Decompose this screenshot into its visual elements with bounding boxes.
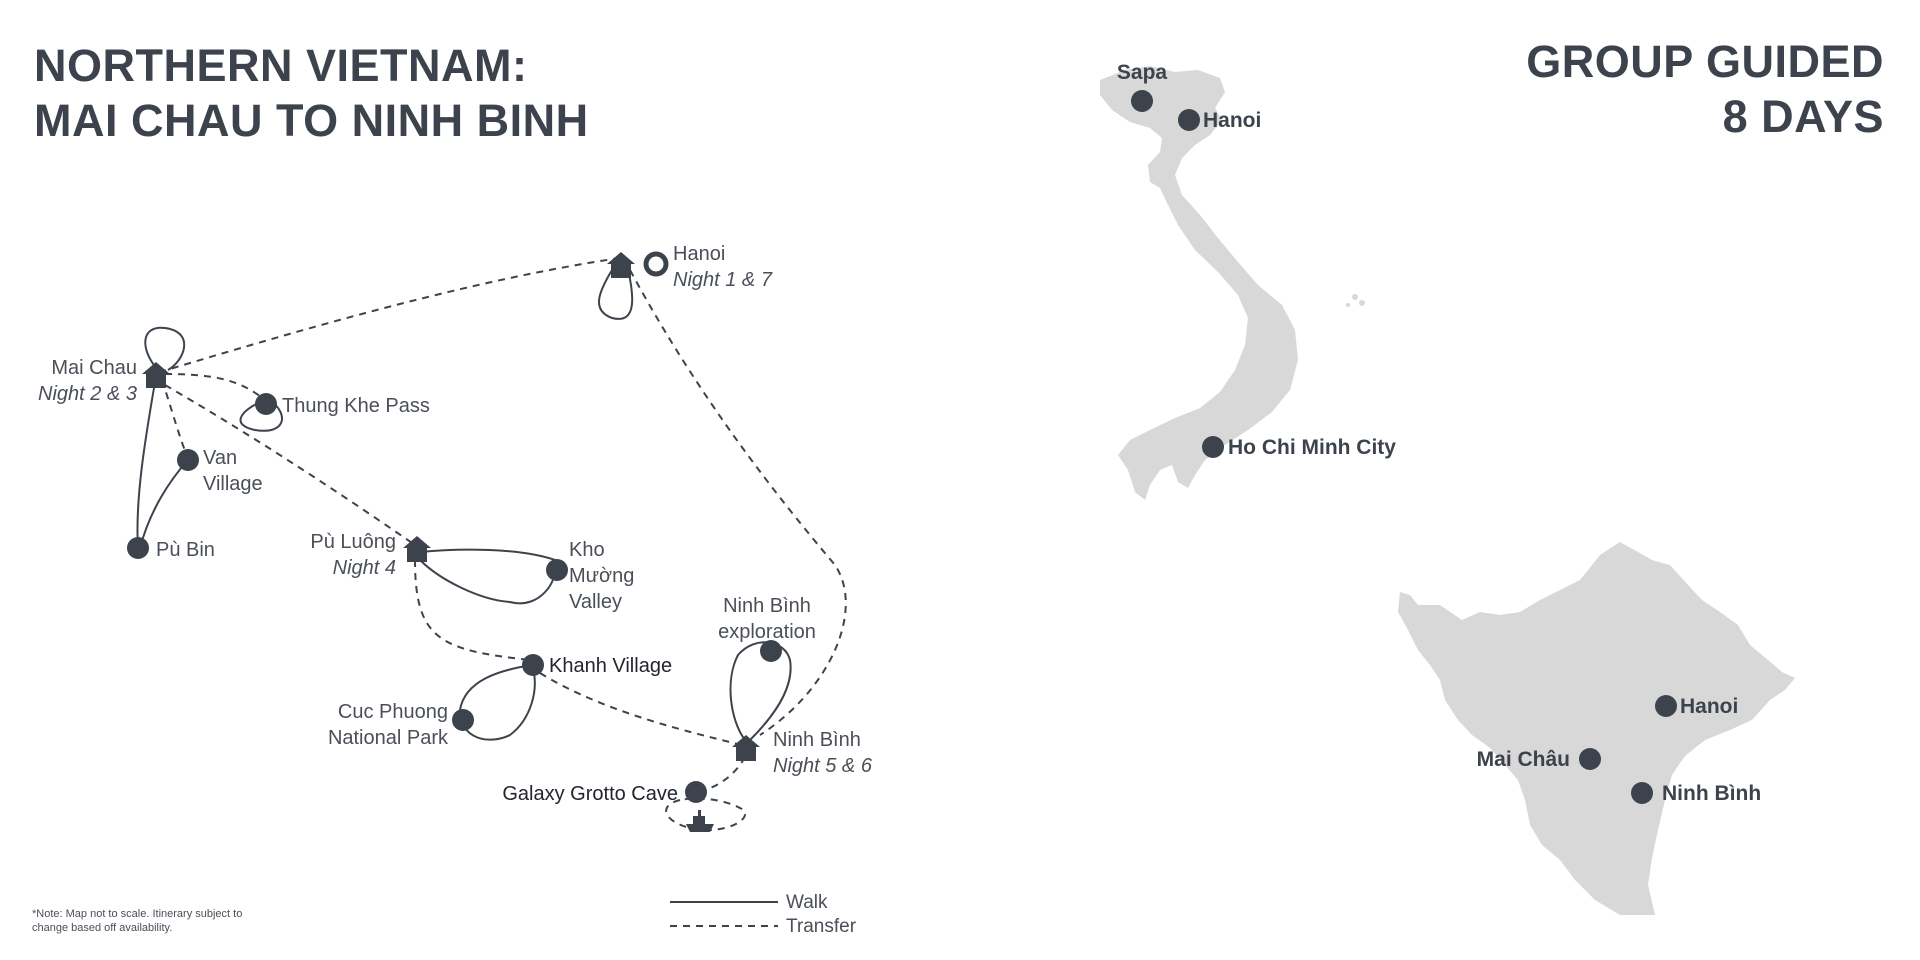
northern-region-map: Hanoi Mai Châu Ninh Bình [1398, 542, 1795, 915]
marker-khanh-village [522, 654, 544, 676]
marker-cuc-phuong [452, 709, 474, 731]
region-label-ninh-binh: Ninh Bình [1662, 782, 1761, 805]
house-icon [732, 735, 760, 761]
walk-ninhbinh-exploration [729, 641, 792, 741]
transfer-ninhbinh-grotto [704, 756, 746, 791]
route-lines [136, 257, 847, 832]
city-dot-sapa [1131, 90, 1153, 112]
route-labels: Hanoi Night 1 & 7 Mai Chau Night 2 & 3 T… [38, 243, 873, 805]
country-label-ho-chi-minh: Ho Chi Minh City [1228, 436, 1396, 459]
label-mai-chau-night: Night 2 & 3 [38, 383, 137, 405]
walk-pubin-van [139, 459, 189, 549]
paracel-island [1359, 300, 1365, 306]
disclaimer-note: *Note: Map not to scale. Itinerary subje… [32, 907, 312, 935]
label-exploration: exploration [718, 621, 816, 643]
label-kho: Kho [569, 539, 605, 561]
marker-van-village [177, 449, 199, 471]
country-label-hanoi: Hanoi [1203, 109, 1261, 132]
label-thung-khe: Thung Khe Pass [282, 395, 430, 417]
marker-ninh-binh-exploration [760, 640, 782, 662]
tour-type-line-1: GROUP GUIDED [1526, 36, 1884, 87]
label-ninh-binh-exploration: Ninh Bình [723, 595, 811, 617]
marker-kho-muong [546, 559, 568, 581]
tour-type-line-2: 8 DAYS [1722, 91, 1884, 142]
country-label-sapa: Sapa [1117, 61, 1168, 84]
transfer-khanh-ninhbinh [539, 672, 743, 746]
walk-hanoi-loop [598, 267, 634, 320]
region-dot-mai-chau [1579, 748, 1601, 770]
label-van: Van [203, 447, 237, 469]
region-land [1398, 542, 1795, 915]
transfer-hanoi-ninhbinh [629, 269, 847, 736]
house-icon [607, 252, 635, 278]
label-hanoi-night: Night 1 & 7 [673, 269, 773, 291]
label-muong: Mường [569, 565, 634, 587]
ring-icon [643, 251, 669, 277]
label-valley: Valley [569, 591, 622, 613]
label-national-park: National Park [328, 727, 449, 749]
label-hanoi: Hanoi [673, 243, 725, 265]
marker-pu-bin [127, 537, 149, 559]
legend-walk-label: Walk [786, 892, 828, 913]
legend-transfer-label: Transfer [786, 916, 857, 937]
marker-galaxy-grotto [685, 781, 707, 803]
label-pu-bin: Pù Bin [156, 539, 215, 561]
boat-loop [665, 797, 747, 832]
region-dot-ninh-binh [1631, 782, 1653, 804]
city-dot-ho-chi-minh [1202, 436, 1224, 458]
label-cuc-phuong: Cuc Phuong [338, 701, 448, 723]
tour-type: GROUP GUIDED 8 DAYS [1526, 34, 1884, 144]
transfer-hanoi-maichau [159, 257, 621, 373]
region-label-mai-chau: Mai Châu [1477, 748, 1570, 771]
walk-khanh-cuc [458, 664, 536, 741]
legend: Walk Transfer [670, 892, 857, 937]
transfer-maichau-thungkhe [164, 373, 266, 401]
label-khanh-village: Khanh Village [549, 655, 672, 677]
route-markers [127, 251, 782, 832]
transfer-puluong-khanh [414, 559, 531, 661]
map-title: NORTHERN VIETNAM: MAI CHAU TO NINH BINH [34, 38, 589, 148]
label-galaxy-grotto: Galaxy Grotto Cave [502, 783, 678, 805]
label-ninh-binh: Ninh Bình [773, 729, 861, 751]
label-pu-luong: Pù Luông [310, 531, 396, 553]
city-dot-hanoi [1178, 109, 1200, 131]
boat-icon [686, 810, 714, 832]
walk-maichau-pubin [136, 381, 156, 549]
walk-puluong-kho [419, 548, 557, 605]
house-icon [142, 362, 170, 388]
note-line-1: *Note: Map not to scale. Itinerary subje… [32, 908, 243, 920]
marker-thung-khe [255, 393, 277, 415]
transfer-maichau-van [161, 379, 189, 459]
label-van-village: Village [203, 473, 263, 495]
title-line-2: MAI CHAU TO NINH BINH [34, 95, 589, 146]
vietnam-land [1100, 66, 1298, 500]
note-line-2: change based off availability. [32, 922, 173, 934]
vietnam-country-map: Sapa Hanoi Ho Chi Minh City [1100, 61, 1396, 500]
label-mai-chau: Mai Chau [51, 357, 137, 379]
title-line-1: NORTHERN VIETNAM: [34, 40, 528, 91]
walk-thungkhe-loop [239, 399, 283, 432]
region-dot-hanoi [1655, 695, 1677, 717]
walk-maichau-loop [144, 326, 186, 371]
region-label-hanoi: Hanoi [1680, 695, 1738, 718]
paracel-island [1352, 294, 1358, 300]
label-pu-luong-night: Night 4 [333, 557, 396, 579]
label-ninh-binh-night: Night 5 & 6 [773, 755, 873, 777]
transfer-maichau-puluong [164, 384, 416, 546]
paracel-island [1346, 303, 1350, 307]
